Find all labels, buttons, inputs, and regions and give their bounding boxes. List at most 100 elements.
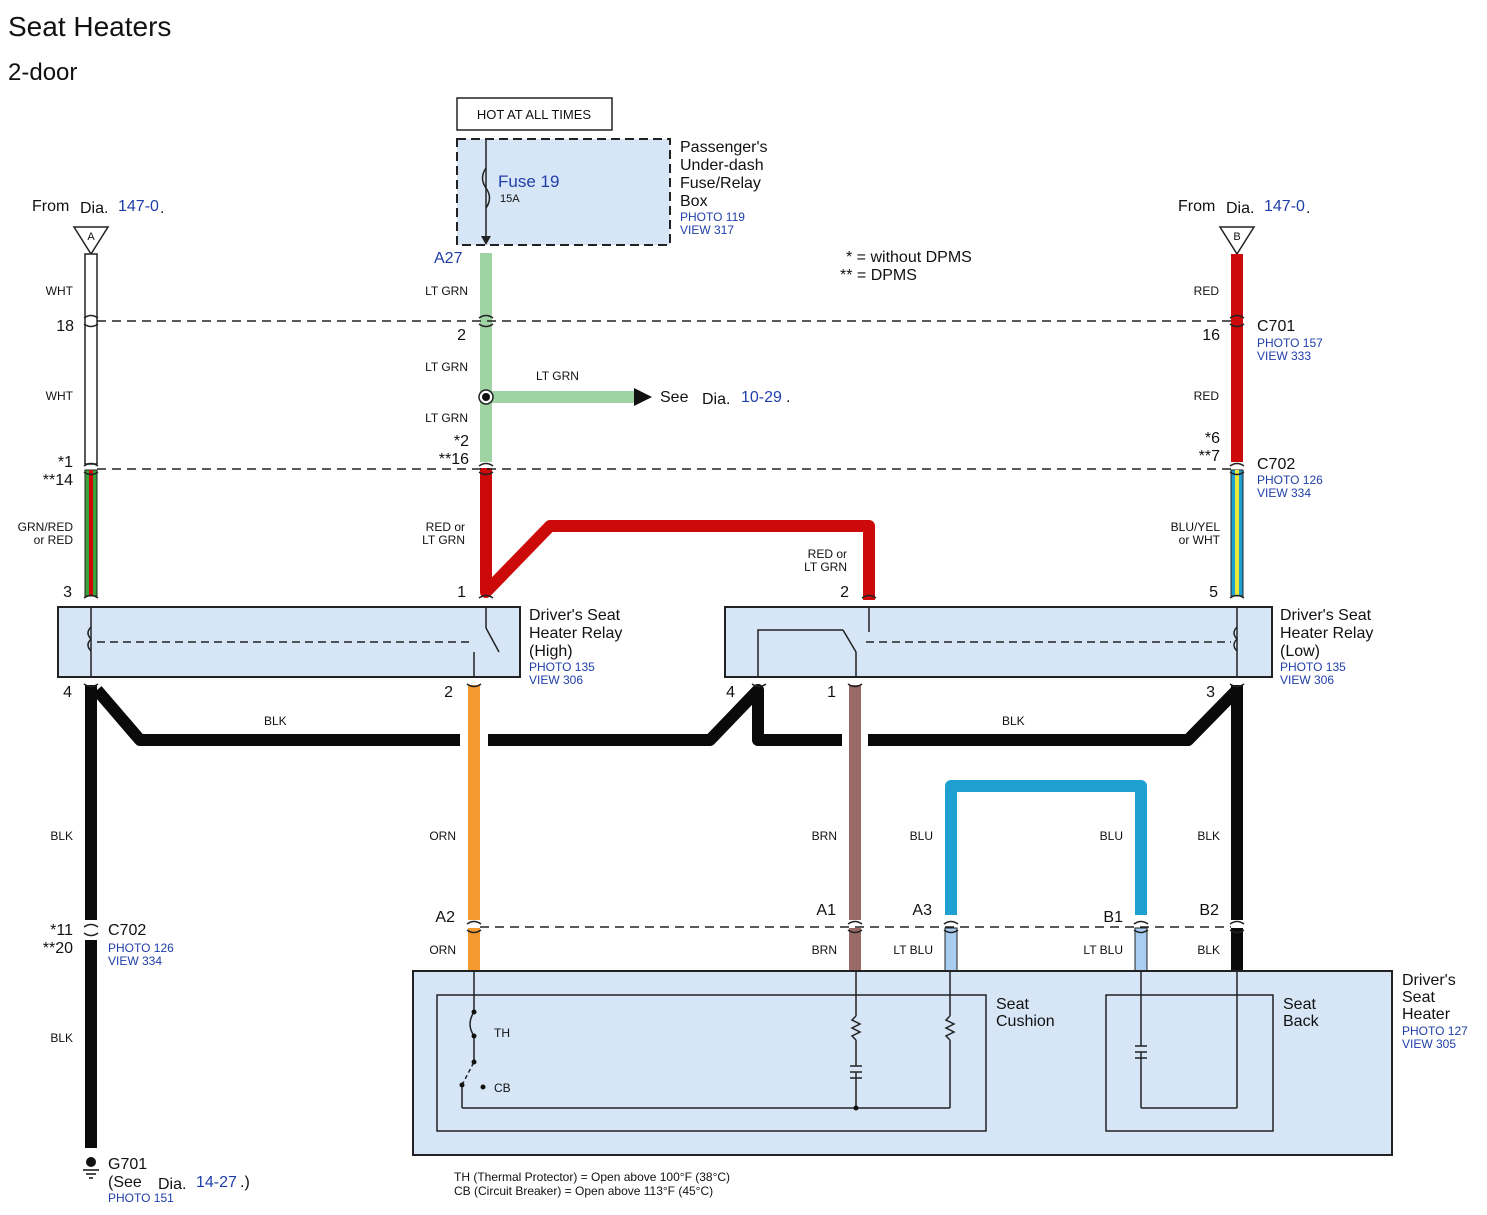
wire-orn-lower <box>468 928 480 972</box>
wire-lt-blu-a3 <box>944 927 958 973</box>
wire-blu-yel-right <box>1230 469 1244 597</box>
ground-dia-number[interactable]: 14-27 <box>196 1174 237 1191</box>
pin-18: 18 <box>56 318 74 335</box>
pin-b1: B1 <box>1103 909 1123 926</box>
pin-16-c701: 16 <box>1202 327 1220 344</box>
thermal-protector-label: TH <box>494 1026 510 1040</box>
seat-back-label-2: Back <box>1283 1013 1320 1030</box>
wire-label-blk-top-left: BLK <box>264 714 287 728</box>
relay-high-internals <box>87 607 500 677</box>
fuse-relay-box <box>456 138 671 246</box>
wire-wht-left <box>84 253 98 465</box>
pin-low-5: 5 <box>1209 584 1218 601</box>
ground-photo: PHOTO 151 <box>108 1191 174 1205</box>
pin-low-2: 2 <box>840 584 849 601</box>
seat-cushion-label-1: Seat <box>996 996 1029 1013</box>
from-right-prefix: From <box>1178 198 1215 215</box>
see-dia-dia: Dia. <box>702 391 730 408</box>
fuse-name: Fuse 19 <box>498 172 559 191</box>
wire-label-blk-2: BLK <box>1197 943 1220 957</box>
relay-high-photo: PHOTO 135 <box>529 660 595 674</box>
wire-blk-right <box>1231 685 1243 920</box>
from-left-dia: Dia. <box>80 200 108 217</box>
pin-high-4: 4 <box>63 684 72 701</box>
relay-low-label-3: (Low) <box>1280 643 1320 660</box>
relay-low-view: VIEW 306 <box>1280 673 1334 687</box>
pin-star-11: *11 <box>50 922 73 939</box>
fusebox-label-3: Fuse/Relay <box>680 175 761 192</box>
relay-low-photo: PHOTO 135 <box>1280 660 1346 674</box>
see-dia-number[interactable]: 10-29 <box>741 389 782 406</box>
wire-label-blk-right: BLK <box>1197 829 1220 843</box>
ground-name: G701 <box>108 1156 147 1173</box>
wire-label-redor-1: RED or <box>426 520 465 534</box>
wire-label-blu-1: BLU <box>910 829 933 843</box>
from-right-number[interactable]: 147-0 <box>1264 198 1305 215</box>
seat-back-circuit <box>1135 971 1238 1109</box>
connector-b-tag: B <box>1233 231 1240 243</box>
wire-label-red-1: RED <box>1194 284 1220 298</box>
wire-grn-red-left <box>84 469 98 597</box>
seat-heater-label-2: Seat <box>1402 989 1435 1006</box>
arrow-right-icon <box>634 388 652 406</box>
fusebox-label-1: Passenger's <box>680 139 768 156</box>
see-dia-prefix: See <box>660 389 689 406</box>
pin-b2: B2 <box>1199 902 1219 919</box>
wire-label-orn-2: ORN <box>429 943 456 957</box>
legend-dpms: ** = DPMS <box>840 267 917 284</box>
wire-brn <box>849 685 861 920</box>
circuit-breaker-label: CB <box>494 1081 511 1095</box>
wire-label-bluyel-2: or WHT <box>1179 533 1221 547</box>
relay-high-label-3: (High) <box>529 643 573 660</box>
c702-top-photo: PHOTO 126 <box>1257 473 1323 487</box>
ground-see: (See <box>108 1174 142 1191</box>
pin-low-4: 4 <box>726 684 735 701</box>
wire-label-blk-bottom: BLK <box>50 1031 73 1045</box>
wire-label-grnred-1: GRN/RED <box>18 520 74 534</box>
seat-heater-label-3: Heater <box>1402 1006 1451 1023</box>
pin-a2: A2 <box>435 909 455 926</box>
pin-a27: A27 <box>434 250 463 267</box>
pin-low-3: 3 <box>1206 684 1215 701</box>
pin-star-20: **20 <box>43 940 73 957</box>
note-thermal-protector: TH (Thermal Protector) = Open above 100°… <box>454 1170 730 1184</box>
pin-low-1: 1 <box>827 684 836 701</box>
wire-label-blu-2: BLU <box>1100 829 1123 843</box>
connector-b-triangle-icon <box>1218 226 1256 256</box>
from-right-dia: Dia. <box>1226 200 1254 217</box>
wire-label-blk-left: BLK <box>50 829 73 843</box>
from-left-number[interactable]: 147-0 <box>118 198 159 215</box>
wire-label-red-2: RED <box>1194 389 1220 403</box>
wire-blu-loop <box>945 780 1147 915</box>
c702-top-view: VIEW 334 <box>1257 486 1311 500</box>
wire-label-ltgrn-2: LT GRN <box>425 360 468 374</box>
wire-label-ltgrn-1: LT GRN <box>425 284 468 298</box>
pin-star-2: *2 <box>454 433 469 450</box>
fusebox-label-4: Box <box>680 193 708 210</box>
hot-at-all-times-label: HOT AT ALL TIMES <box>477 107 591 122</box>
seat-heater-box <box>412 970 1393 1156</box>
c701-photo: PHOTO 157 <box>1257 336 1323 350</box>
pin-high-3: 3 <box>63 584 72 601</box>
wire-label-grnred-2: or RED <box>34 533 74 547</box>
wire-brn-lower <box>849 928 861 972</box>
relay-high-label-1: Driver's Seat <box>529 607 621 624</box>
note-circuit-breaker: CB (Circuit Breaker) = Open above 113°F … <box>454 1184 713 1198</box>
fusebox-photo: PHOTO 119 <box>680 210 745 224</box>
pin-2-c701: 2 <box>457 327 466 344</box>
c701-view: VIEW 333 <box>1257 349 1311 363</box>
pin-star-6: *6 <box>1205 430 1220 447</box>
from-left-dot: . <box>160 200 164 217</box>
pin-star-14: **14 <box>43 472 73 489</box>
wire-label-wht-2: WHT <box>46 389 74 403</box>
relay-low-label-2: Heater Relay <box>1280 625 1373 642</box>
c702-top-name: C702 <box>1257 456 1295 473</box>
pin-star-1: *1 <box>58 454 73 471</box>
seat-back-box <box>1105 994 1274 1132</box>
wire-label-bluyel-1: BLU/YEL <box>1171 520 1221 534</box>
wire-blk-bus <box>92 684 1242 746</box>
hot-at-all-times-box <box>456 97 613 131</box>
pin-star-7: **7 <box>1199 448 1220 465</box>
wire-label-redor2-1: RED or <box>808 547 847 561</box>
wire-blk-b2 <box>1231 928 1243 972</box>
